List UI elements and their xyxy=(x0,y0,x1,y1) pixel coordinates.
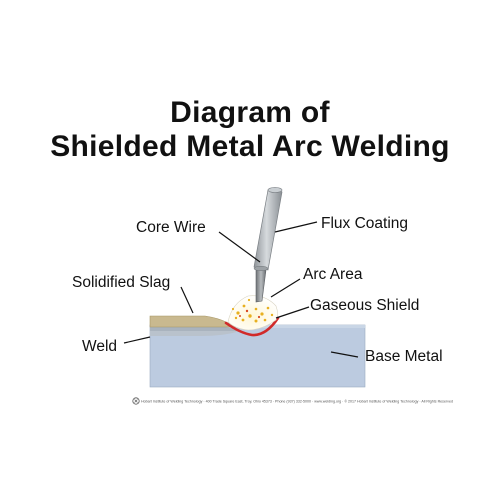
label-flux-coating: Flux Coating xyxy=(321,215,408,232)
diagram-title: Diagram of Shielded Metal Arc Welding xyxy=(0,96,500,164)
label-base-metal: Base Metal xyxy=(365,348,443,365)
arc-area-leader xyxy=(270,278,301,298)
base-metal-leader xyxy=(330,351,359,358)
electrode xyxy=(253,187,283,303)
label-arc-area: Arc Area xyxy=(303,266,363,283)
label-core-wire: Core Wire xyxy=(136,219,206,236)
core-wire xyxy=(255,267,267,303)
solidified-slag-leader xyxy=(180,286,194,314)
arc-area xyxy=(227,295,278,331)
weld-leader xyxy=(123,336,151,344)
footer-logo xyxy=(132,397,140,405)
label-gaseous-shield: Gaseous Shield xyxy=(310,297,419,314)
leader-lines xyxy=(123,221,359,358)
footer-credit: Hobart Institute of Welding Technology ·… xyxy=(141,399,453,403)
flux-coating-leader xyxy=(274,221,318,233)
solidified-slag-layer xyxy=(149,315,239,328)
core-wire-leader xyxy=(218,231,261,263)
arc-sparks xyxy=(231,298,274,323)
gaseous-shield-leader xyxy=(275,306,310,319)
flux-coating xyxy=(253,188,283,271)
weld-pool xyxy=(224,316,280,337)
title-line-2: Shielded Metal Arc Welding xyxy=(50,130,450,163)
label-solidified-slag: Solidified Slag xyxy=(72,274,170,291)
label-weld: Weld xyxy=(82,338,117,355)
title-line-1: Diagram of xyxy=(170,96,330,129)
